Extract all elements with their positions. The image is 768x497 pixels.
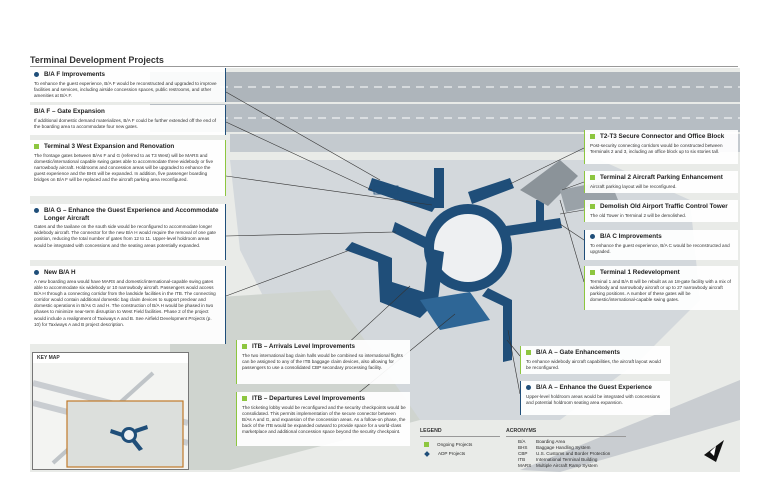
block-t3-west: Terminal 3 West Expansion and Renovation… <box>30 140 226 196</box>
block-title: B/A A – Enhance the Guest Experience <box>536 384 652 391</box>
title-rule <box>30 66 738 67</box>
acronym-full: U.S. Customs and Border Protection <box>536 451 611 457</box>
bullet-dot <box>34 208 39 213</box>
block-title: ITB – Departures Level Improvements <box>252 395 366 402</box>
bullet-square <box>590 175 595 180</box>
acronyms: ACRONYMS B/A Boarding Area BHS Baggage Han… <box>506 428 626 476</box>
acronym-row: CBP U.S. Customs and Border Protection <box>506 451 626 457</box>
bullet-dot <box>590 234 595 239</box>
acronym-full: Multiple Aircraft Ramp System <box>536 463 598 469</box>
bullet-dot <box>34 72 39 77</box>
legend-label: Ongoing Projects <box>437 441 473 447</box>
block-ba-a-gate: B/A A – Gate Enhancements To enhance wid… <box>520 346 670 374</box>
block-title: ITB – Arrivals Level Improvements <box>252 343 356 350</box>
block-ba-a-guest: B/A A – Enhance the Guest Experience Upp… <box>520 381 670 415</box>
block-body: The ticketing lobby would be reconfigure… <box>242 404 406 435</box>
block-body: The frontage gates between B/As F and G … <box>34 152 214 183</box>
block-itb-arrivals: ITB – Arrivals Level Improvements The tw… <box>236 340 410 384</box>
block-title: Terminal 2 Aircraft Parking Enhancement <box>600 174 723 181</box>
acronym-full: International Terminal Building <box>536 457 598 463</box>
bullet-square <box>526 350 531 355</box>
block-title: T2-T3 Secure Connector and Office Block <box>600 133 725 140</box>
block-old-tower: Demolish Old Airport Traffic Control Tow… <box>584 200 738 222</box>
diamond-icon <box>424 450 430 457</box>
bullet-square <box>590 204 595 209</box>
block-title: Terminal 1 Redevelopment <box>600 269 680 276</box>
block-ba-f-gate-expansion: B/A F – Gate Expansion If additional dom… <box>30 105 226 135</box>
block-body: Gates and the taxilane on the south side… <box>34 224 216 248</box>
block-t1: Terminal 1 Redevelopment Terminal 1 and … <box>584 266 738 310</box>
block-body: To enhance the guest experience, B/A F w… <box>34 80 217 98</box>
block-body: The old Tower in Terminal 2 will be demo… <box>590 212 687 218</box>
block-body: To enhance widebody aircraft capabilitie… <box>526 358 661 370</box>
acronym-abbr: CBP <box>518 451 528 457</box>
bullet-square <box>242 396 247 401</box>
acronym-row: BHS Baggage Handling System <box>506 445 626 451</box>
bullet-square <box>34 144 39 149</box>
block-body: If additional domestic demand materializ… <box>34 117 216 129</box>
key-map-graphic <box>33 363 188 469</box>
legend-item-adp: ADP Projects <box>424 450 500 457</box>
block-title: B/A C Improvements <box>600 233 662 240</box>
acronym-row: MARS Multiple Aircraft Ramp System <box>506 463 626 469</box>
acronym-abbr: B/A <box>518 439 526 444</box>
block-t2-t3-connector: T2-T3 Secure Connector and Office Block … <box>584 130 738 164</box>
bullet-square <box>590 134 595 139</box>
block-title: Terminal 3 West Expansion and Renovation <box>44 143 175 150</box>
acronym-row: ITB International Terminal Building <box>506 457 626 463</box>
block-ba-f-improvements: B/A F Improvements To enhance the guest … <box>30 68 226 102</box>
acronyms-title: ACRONYMS <box>506 428 626 437</box>
bullet-square <box>242 344 247 349</box>
acronym-abbr: ITB <box>518 457 526 463</box>
bullet-square <box>590 270 595 275</box>
block-title: B/A F – Gate Expansion <box>34 108 105 115</box>
acronym-abbr: BHS <box>518 445 528 451</box>
page-title: Terminal Development Projects <box>30 55 164 65</box>
terminal-complex <box>345 160 618 362</box>
block-body: A new boarding area would have MARS and … <box>34 278 216 327</box>
block-body: Terminal 1 and B/A B will be rebuilt as … <box>590 278 731 303</box>
acronym-abbr: MARS <box>518 463 532 469</box>
north-arrow-icon <box>704 440 724 462</box>
block-new-ba-h: New B/A H A new boarding area would have… <box>30 266 226 344</box>
lead-lines <box>225 91 585 405</box>
bullet-dot <box>526 385 531 390</box>
block-title: B/A F Improvements <box>44 71 105 78</box>
block-title: B/A G – Enhance the Guest Experience and… <box>44 207 219 222</box>
block-ba-g: B/A G – Enhance the Guest Experience and… <box>30 204 226 260</box>
key-map-title: KEY MAP <box>37 355 60 361</box>
block-body: Upper-level holdroom areas would be inte… <box>526 393 661 405</box>
green-square-icon <box>424 442 429 447</box>
block-body: Post-security connecting corridors would… <box>590 142 723 154</box>
legend-title: LEGEND <box>420 428 500 437</box>
block-title: New B/A H <box>44 269 76 276</box>
block-ba-c: B/A C Improvements To enhance the guest … <box>584 230 738 260</box>
acronym-row: B/A Boarding Area <box>506 439 626 445</box>
block-title: B/A A – Gate Enhancements <box>536 349 620 356</box>
legend-label: ADP Projects <box>438 451 466 456</box>
block-body: Aircraft parking layout will be reconfig… <box>590 183 677 189</box>
block-t2-parking: Terminal 2 Aircraft Parking Enhancement … <box>584 171 738 193</box>
acronym-full: Boarding Area <box>536 439 566 444</box>
acronym-full: Baggage Handling System <box>536 445 591 451</box>
block-body: To enhance the guest experience, B/A C w… <box>590 242 730 254</box>
legend: LEGEND Ongoing Projects ADP Projects <box>420 428 500 470</box>
bullet-dot <box>34 270 39 275</box>
block-body: The two international bag claim halls wo… <box>242 352 403 370</box>
block-itb-departures: ITB – Departures Level Improvements The … <box>236 392 410 446</box>
block-title: Demolish Old Airport Traffic Control Tow… <box>600 203 728 210</box>
key-map: KEY MAP <box>32 352 189 470</box>
legend-item-ongoing: Ongoing Projects <box>424 441 500 447</box>
